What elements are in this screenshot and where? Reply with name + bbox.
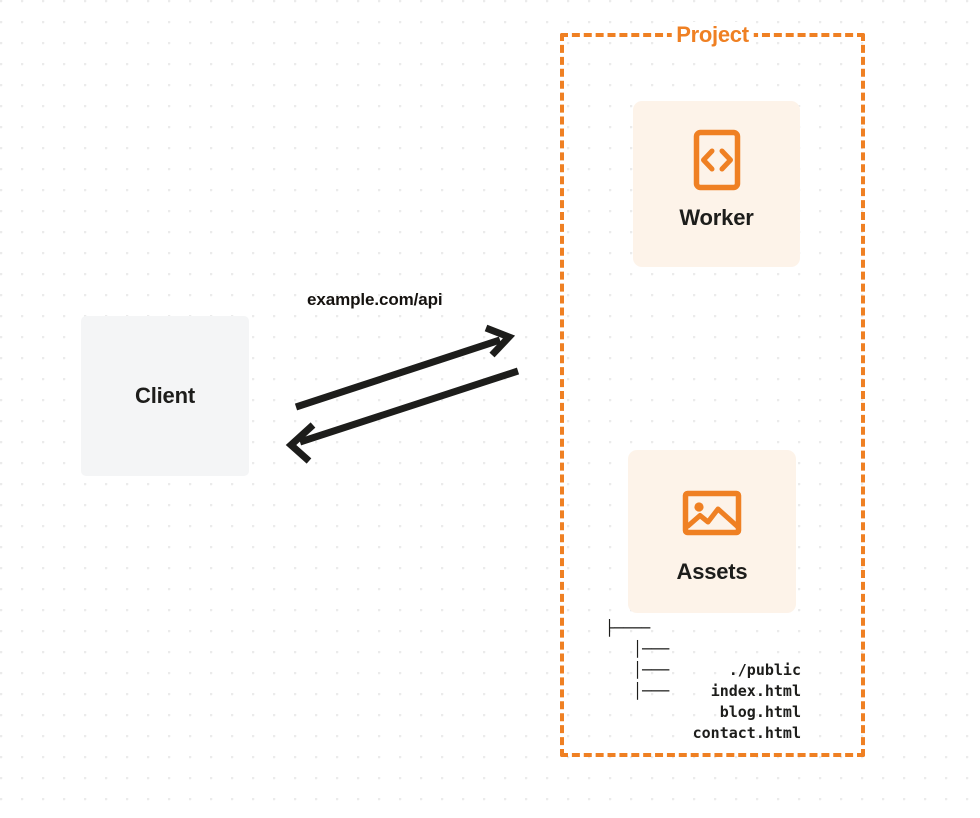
- code-brackets-icon: [693, 129, 740, 191]
- assets-service-card[interactable]: Assets: [628, 450, 796, 613]
- file-tree-row: │─── blog.html: [605, 660, 805, 721]
- file-tree-row: ├──── ./public: [605, 618, 805, 679]
- file-tree-label: blog.html: [719, 703, 801, 721]
- worker-card-label: Worker: [679, 205, 754, 230]
- file-tree-label: ./public: [728, 661, 801, 679]
- file-tree-label: index.html: [710, 682, 801, 700]
- project-boundary: Project: [560, 22, 865, 757]
- project-boundary-label: Project: [671, 22, 754, 48]
- file-tree-label: contact.html: [692, 724, 801, 742]
- tree-connector: │───: [633, 661, 670, 679]
- response-arrow: [285, 367, 520, 464]
- connection-label: example.com/api: [307, 290, 443, 309]
- image-icon: [682, 490, 742, 536]
- file-tree-row: │─── contact.html: [605, 681, 805, 742]
- worker-service-card[interactable]: Worker: [633, 101, 800, 267]
- tree-connector: │───: [633, 640, 670, 658]
- client-node-label: Client: [135, 383, 195, 408]
- assets-file-tree: ├──── ./public │─── index.html │─── blog…: [605, 618, 805, 742]
- request-arrow: [294, 324, 516, 411]
- file-tree-row: │─── index.html: [605, 639, 805, 700]
- client-node[interactable]: Client: [81, 316, 249, 476]
- assets-card-label: Assets: [676, 559, 748, 584]
- tree-connector: │───: [633, 682, 670, 700]
- tree-connector: ├────: [605, 619, 651, 637]
